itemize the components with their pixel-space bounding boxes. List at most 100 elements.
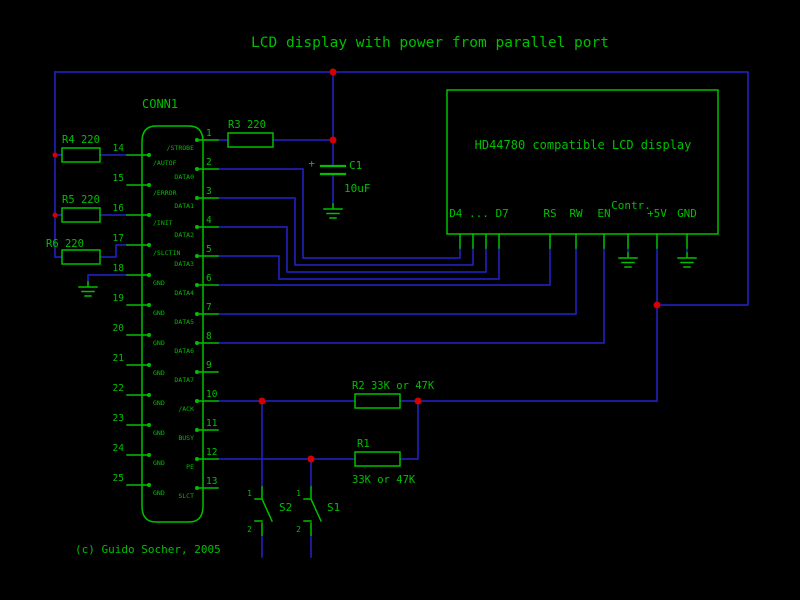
junction-dot bbox=[52, 152, 58, 158]
junction-dot bbox=[258, 397, 266, 405]
switch-name: S1 bbox=[327, 501, 340, 514]
switch-s2: 1 2 S2 bbox=[247, 486, 292, 536]
connector-right-pin-stubs bbox=[196, 139, 219, 489]
ground-symbol bbox=[677, 252, 697, 268]
junction-dot bbox=[329, 136, 337, 144]
data2-d6-wire bbox=[217, 226, 487, 273]
resistor-name: R1 bbox=[357, 438, 370, 450]
pin-label-ack: /ACK bbox=[178, 405, 194, 413]
switch-terminal-2: 2 bbox=[247, 525, 252, 534]
resistor-r2: R2 33K or 47K bbox=[352, 380, 435, 409]
pin-number-17: 17 bbox=[113, 233, 124, 244]
connector-name: CONN1 bbox=[142, 97, 178, 111]
capacitor-value: 10uF bbox=[344, 182, 371, 195]
pin-label-gnd: GND bbox=[153, 339, 165, 347]
power-rail-wire bbox=[54, 71, 749, 306]
data3-d7-wire bbox=[217, 247, 500, 280]
pin-number-23: 23 bbox=[113, 413, 124, 424]
pin-number-10: 10 bbox=[206, 389, 218, 400]
pin-number-25: 25 bbox=[113, 473, 124, 484]
pin-number-14: 14 bbox=[113, 143, 125, 154]
junction-dot bbox=[414, 397, 422, 405]
pin-number-9: 9 bbox=[206, 360, 212, 371]
pin-label-data1: DATA1 bbox=[174, 202, 194, 210]
lcd-pin-label-rs: RS bbox=[543, 207, 556, 220]
capacitor-c1: + C1 10uF bbox=[308, 157, 370, 195]
pin-label-data5: DATA5 bbox=[174, 318, 194, 326]
data0-d4-wire bbox=[217, 168, 461, 259]
connector-right-pin-numbers: 1 2 3 4 5 6 7 8 9 10 11 12 13 bbox=[206, 128, 218, 487]
junction-dot bbox=[329, 68, 337, 76]
pin-number-7: 7 bbox=[206, 302, 212, 313]
connector-pin-dots bbox=[147, 138, 199, 490]
pin-number-21: 21 bbox=[113, 353, 125, 364]
resistor-label: R3 220 bbox=[228, 119, 266, 131]
data1-d5-wire bbox=[217, 197, 474, 266]
resistor-r5: R5 220 bbox=[61, 194, 101, 223]
capacitor-polarity: + bbox=[308, 157, 315, 170]
pin-number-3: 3 bbox=[206, 186, 212, 197]
data6-en-wire bbox=[217, 247, 605, 344]
pin-label-data4: DATA4 bbox=[174, 289, 194, 297]
pin-label-error: /ERROR bbox=[153, 189, 177, 197]
pin-label-data0: DATA0 bbox=[174, 173, 194, 181]
lcd-module: HD44780 compatible LCD display D4 ... D7… bbox=[446, 89, 719, 249]
resistor-label: R2 33K or 47K bbox=[352, 380, 435, 392]
lcd-pin-label-contr: Contr. bbox=[611, 199, 651, 212]
data4-rs-wire bbox=[217, 247, 551, 286]
pin18-ground-wire bbox=[87, 274, 128, 283]
lcd-pin-label-gnd: GND bbox=[677, 207, 697, 220]
junction-dot bbox=[653, 301, 661, 309]
pin-label-slct: SLCT bbox=[178, 492, 194, 500]
pin-label-init: /INIT bbox=[153, 219, 173, 227]
capacitor-plates bbox=[319, 164, 347, 176]
resistor-body bbox=[61, 207, 101, 223]
pin-label-data6: DATA6 bbox=[174, 347, 194, 355]
pin-number-4: 4 bbox=[206, 215, 212, 226]
pin-number-2: 2 bbox=[206, 157, 212, 168]
pin-label-gnd: GND bbox=[153, 309, 165, 317]
pin-number-15: 15 bbox=[113, 173, 124, 184]
pin-label-data7: DATA7 bbox=[174, 376, 194, 384]
connector-left-pin-stubs bbox=[126, 154, 150, 486]
pin-number-6: 6 bbox=[206, 273, 212, 284]
pin-label-data2: DATA2 bbox=[174, 231, 194, 239]
connector-right-pin-labels: /STROBE DATA0 DATA1 DATA2 DATA3 DATA4 DA… bbox=[167, 144, 194, 500]
resistor-body bbox=[227, 132, 274, 148]
lcd-pin-label-rw: RW bbox=[569, 207, 583, 220]
resistor-body bbox=[61, 249, 101, 265]
copyright-text: (c) Guido Socher, 2005 bbox=[75, 543, 221, 556]
pin-label-gnd: GND bbox=[153, 459, 165, 467]
r6-net-wire bbox=[54, 244, 128, 258]
resistor-r6: R6 220 bbox=[46, 238, 101, 265]
resistor-r4: R4 220 bbox=[61, 134, 101, 163]
resistor-label: R5 220 bbox=[62, 194, 100, 206]
pin-number-19: 19 bbox=[113, 293, 125, 304]
resistor-body bbox=[61, 147, 101, 163]
lcd-body bbox=[446, 89, 719, 235]
switch-s1: 1 2 S1 bbox=[296, 486, 340, 536]
ground-symbol bbox=[323, 203, 343, 219]
page-title: LCD display with power from parallel por… bbox=[251, 35, 609, 51]
connector-left-pin-numbers: 14 15 16 17 18 19 20 21 22 23 24 25 bbox=[113, 143, 125, 484]
pin-number-13: 13 bbox=[206, 476, 217, 487]
connector-body bbox=[141, 125, 204, 523]
lcd-title: HD44780 compatible LCD display bbox=[475, 138, 692, 152]
resistor-r3: R3 220 bbox=[227, 119, 274, 148]
pin-label-autof: /AUTOF bbox=[153, 159, 177, 167]
pe-r1-wire bbox=[217, 400, 419, 460]
resistor-label: R4 220 bbox=[62, 134, 100, 146]
pin-number-24: 24 bbox=[113, 443, 125, 454]
lcd-pin-label-5v: +5V bbox=[647, 207, 667, 220]
pin-number-12: 12 bbox=[206, 447, 217, 458]
data5-rw-wire bbox=[217, 247, 577, 315]
pin-number-20: 20 bbox=[113, 323, 125, 334]
resistor-label: R6 220 bbox=[46, 238, 84, 250]
pin-label-busy: BUSY bbox=[178, 434, 194, 442]
pin-number-5: 5 bbox=[206, 244, 212, 255]
switch-body bbox=[303, 486, 322, 536]
wire-nets bbox=[54, 71, 749, 558]
junction-dot bbox=[307, 455, 315, 463]
